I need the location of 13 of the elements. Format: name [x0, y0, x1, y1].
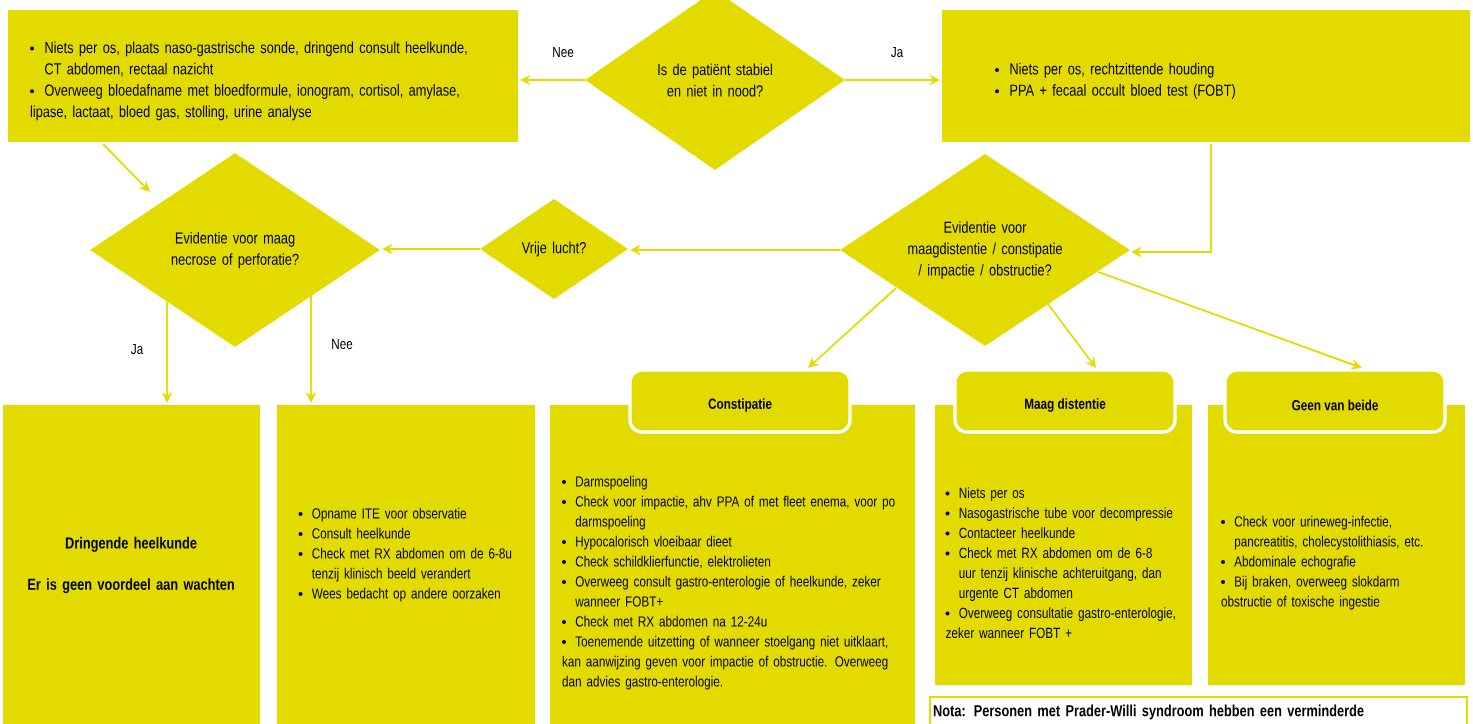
process-box: Geen van beide Check voor urineweg-infectie, pancreatitis, cholecystolithiasis, etc. Abdominale echografie Bij braken, overweeg slokdarm obstructie of toxische ingestie: [1208, 368, 1465, 685]
arrow: [1047, 303, 1096, 368]
arrow: [102, 143, 150, 192]
edge-label: Ja: [889, 45, 905, 59]
arrow: [808, 287, 897, 368]
process-box: Dringende heelkunde Er is geen voordeel aan wachten: [3, 405, 260, 724]
process-box: Niets per os, plaats naso-gastrische sonde, dringend consult heelkunde, CT abdomen, rectaal nazicht Overweeg bloedafname met bloedformule, ionogram, cortisol, amylase, lipase, lactaat, bloed gas, stolling, urine analyse: [8, 10, 518, 142]
note-box: Nota: Personen met Prader-Willi syndroom hebben een verminderde: [929, 696, 1468, 724]
process-box: Opname ITE voor observatie Consult heelkunde Check met RX abdomen om de 6-8u tenzij klinisch beeld verandert Wees bedacht op andere oorzaken: [277, 405, 535, 724]
edge-label: Nee: [550, 45, 576, 59]
process-box: Maag distentie Niets per os Nasogastrische tube voor decompressie Contacteer heelkunde Check met RX abdomen om de 6-8 uur tenzij klinische achteruitgang, dan urgente CT abdomen Overweeg consultatie gastro-enterologie, zeker wanneer FOBT +: [935, 368, 1192, 685]
process-box: Niets per os, rechtzittende houding PPA + fecaal occult bloed test (FOBT): [942, 10, 1470, 142]
process-box: Constipatie Darmspoeling Check voor impactie, ahv PPA of met fleet enema, voor po darmspoeling Hypocalorisch vloeibaar dieet Check schildklierfunctie, elektrolieten Overweeg consult gastro-enterologie of heelkunde, zeker wanneer FOBT+ Check met RX abdomen na 12-24u Toenemende uitzetting of wanneer stoelgang niet uitklaart, kan aanwijzing geven voor impactie of obstructie. Overweeg dan advies gastro-enterologie.: [550, 368, 915, 724]
